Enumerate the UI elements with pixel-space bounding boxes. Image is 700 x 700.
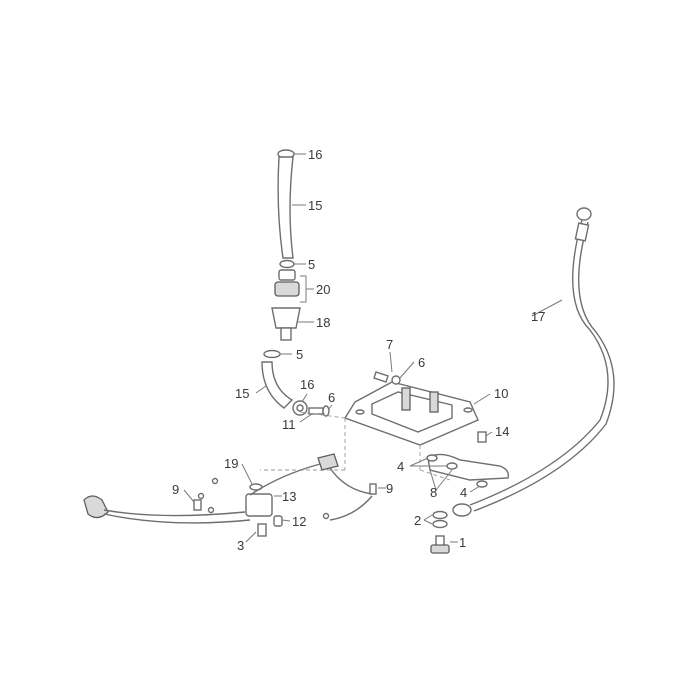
- check-valve-nozzle: [280, 327, 292, 341]
- eyelet-2: [197, 492, 205, 500]
- callout-1: 1: [459, 535, 466, 550]
- banjo-parts: [430, 510, 450, 554]
- callout-18: 18: [316, 315, 330, 330]
- callout-6-upper: 6: [418, 355, 425, 370]
- callout-20: 20: [316, 282, 330, 297]
- eyelet-3: [207, 506, 215, 514]
- cable-end-sleeve: [574, 222, 590, 242]
- bracket: [427, 453, 510, 481]
- washer-bolt: [391, 375, 401, 385]
- o-ring-lower: [263, 349, 281, 359]
- hose-upper: [277, 156, 294, 259]
- cable-assembly: [452, 207, 615, 517]
- cover-plate-hole-1: [355, 409, 365, 415]
- callout-17: 17: [531, 309, 545, 324]
- fitting: [308, 407, 324, 415]
- wire-3: [249, 463, 321, 496]
- callout-6-lower: 6: [328, 390, 335, 405]
- callout-7: 7: [386, 337, 393, 352]
- cover-plate-pin-2: [429, 391, 439, 413]
- o-ring-upper: [279, 259, 295, 269]
- callout-15-lower: 15: [235, 386, 249, 401]
- callout-9-left: 9: [172, 482, 179, 497]
- wire-2: [103, 513, 251, 524]
- clips-bracket: [426, 453, 510, 488]
- hose-lower: [261, 361, 294, 409]
- sensor-body: [245, 493, 273, 517]
- callout-5-top: 5: [308, 257, 315, 272]
- callout-5-lower: 5: [296, 347, 303, 362]
- valve-body-top: [278, 269, 296, 281]
- upper-hose-assembly: [261, 149, 330, 417]
- callout-8: 8: [430, 485, 437, 500]
- callout-15-top: 15: [308, 198, 322, 213]
- wire-4: [329, 467, 373, 495]
- cable-outer: [473, 221, 615, 512]
- cover-plate-pin-1: [401, 387, 411, 411]
- leader-lines: [183, 153, 563, 543]
- callout-13: 13: [282, 489, 296, 504]
- cover-plate-hole-2: [463, 407, 473, 413]
- washer-2b: [432, 519, 448, 529]
- clip-mid: [446, 462, 458, 470]
- washer-2a: [432, 510, 448, 520]
- wire-1: [103, 509, 246, 517]
- check-valve-body: [271, 307, 301, 329]
- sensor-assembly: [83, 453, 377, 537]
- callout-4-upper: 4: [397, 459, 404, 474]
- banjo-fitting: [452, 503, 472, 517]
- screw-9-left: [193, 499, 202, 511]
- eyelet-4: [322, 512, 330, 520]
- callout-16-lower: 16: [300, 377, 314, 392]
- spacer: [273, 515, 283, 527]
- callout-2: 2: [414, 513, 421, 528]
- washer-fitting: [322, 405, 330, 417]
- connector-upper: [317, 453, 339, 471]
- callout-11: 11: [282, 417, 296, 432]
- callout-19: 19: [224, 456, 238, 471]
- callout-9-right: 9: [386, 481, 393, 496]
- eyelet-1: [211, 477, 219, 485]
- screw-9-right: [369, 483, 377, 495]
- wire-5: [329, 495, 373, 521]
- callout-16-top: 16: [308, 147, 322, 162]
- valve-body: [274, 281, 300, 297]
- callout-14: 14: [495, 424, 509, 439]
- callout-12: 12: [292, 514, 306, 529]
- callout-3: 3: [237, 538, 244, 553]
- screw-14: [477, 431, 487, 443]
- banjo-bolt-head: [430, 544, 450, 554]
- bolt: [373, 371, 389, 383]
- cable-end-fitting: [576, 207, 592, 221]
- hose-clamp-lower-hole: [296, 404, 304, 412]
- clip-lower: [476, 480, 488, 488]
- callout-4-lower: 4: [460, 485, 467, 500]
- cover-plate-assembly: [343, 371, 487, 446]
- clip-upper: [426, 454, 438, 462]
- callout-10: 10: [494, 386, 508, 401]
- callout-labels: 16 15 5 20 18 5 15 16 11 6 7 6 10 14 17 …: [172, 147, 545, 553]
- connector-left: [83, 495, 109, 519]
- cable: [469, 219, 609, 506]
- screw-3: [257, 523, 267, 537]
